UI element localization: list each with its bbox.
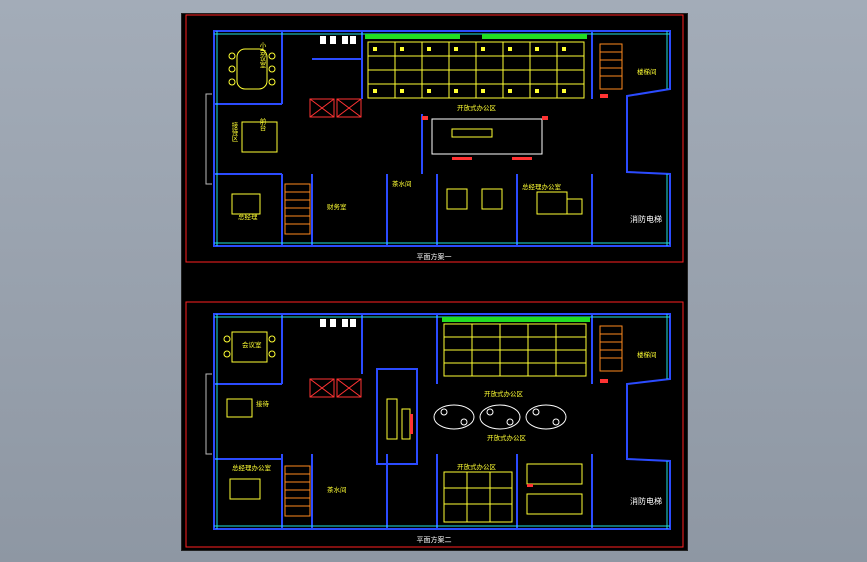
plan-2-stairs-right [599,325,623,372]
room-label-meeting-1: 小会议室 [258,41,266,69]
plan-2-frame [185,301,684,548]
floor-plan-drawing: 小会议室 接待区 前台 开放式办公区 总经理 总经理办公室 财务室 茶水间 楼梯… [185,14,684,548]
plan-1-elevators [309,98,362,118]
room-label-openoffice-mid-2: 开放式办公区 [487,433,527,442]
plan-2-walls [213,313,671,530]
plan-1-desk-grid [367,41,585,99]
plan-2-pod-workstations [433,404,567,430]
floor-plan-1: 小会议室 接待区 前台 开放式办公区 总经理 总经理办公室 财务室 茶水间 楼梯… [185,14,684,263]
plan-1-outline [205,93,212,185]
floor-plan-2: 会议室 接待 总经理办公室 开放式办公区 开放式办公区 开放式办公区 茶水间 楼… [185,301,684,548]
plan-1-reception-counter [431,118,543,155]
plan-1-red-marks [422,94,608,160]
room-label-elevator-1: 消防电梯 [630,214,662,224]
plan-caption-1: 平面方案一 [417,252,452,261]
room-label-elevator-2: 消防电梯 [630,496,662,506]
room-label-openoffice-1: 开放式办公区 [457,103,497,112]
room-label-stair-2: 楼梯间 [637,350,657,359]
plan-1-plants [365,34,587,39]
plan-1-chairs [373,47,566,93]
room-label-openoffice-bottom-2: 开放式办公区 [457,462,497,471]
plan-1-washroom-fixtures [320,36,356,44]
plan-2-elevators [309,378,362,398]
room-label-manager-left-1: 总经理 [238,212,258,221]
room-label-finance-1: 财务室 [327,202,347,211]
room-label-reception-2: 接待 [256,399,270,408]
plan-2-washroom-fixtures [320,319,356,327]
plan-2-manager-furniture [226,398,261,500]
plan-1-stairs-left [284,183,311,235]
plan-1-stairs-right [599,43,623,90]
room-label-manager-right-1: 总经理办公室 [522,182,562,191]
plan-1-front-desk [241,121,278,153]
room-label-openoffice-top-2: 开放式办公区 [484,389,524,398]
plan-2-desk-grid-bottom [443,463,583,523]
room-label-frontdesk-1: 前台 [258,117,266,133]
plan-caption-2: 平面方案二 [417,535,452,544]
plan-2-red-marks [410,379,608,487]
plan-1-walls [213,30,671,247]
plan-1-frame [185,14,684,263]
room-label-meeting-2: 会议室 [242,340,262,349]
room-label-kitchen-1: 茶水间 [392,179,412,188]
plan-2-meeting-table [223,331,276,363]
room-label-stair-1: 楼梯间 [637,67,657,76]
plan-2-stairs-left [284,465,311,517]
plan-2-plants [442,317,590,322]
plan-2-central-desk [386,398,411,440]
plan-1-reception-bar [451,128,493,138]
cad-drawing-canvas: 小会议室 接待区 前台 开放式办公区 总经理 总经理办公室 财务室 茶水间 楼梯… [181,13,688,551]
plan-1-manager-furniture [231,188,583,215]
plan-2-outline [205,373,212,455]
room-label-reception-1: 接待区 [230,121,238,142]
plan-1-meeting-table [228,48,276,90]
room-label-manager-left-2: 总经理办公室 [232,463,272,472]
room-label-kitchen-2: 茶水间 [327,485,347,494]
plan-2-desk-grid-top [443,323,587,377]
